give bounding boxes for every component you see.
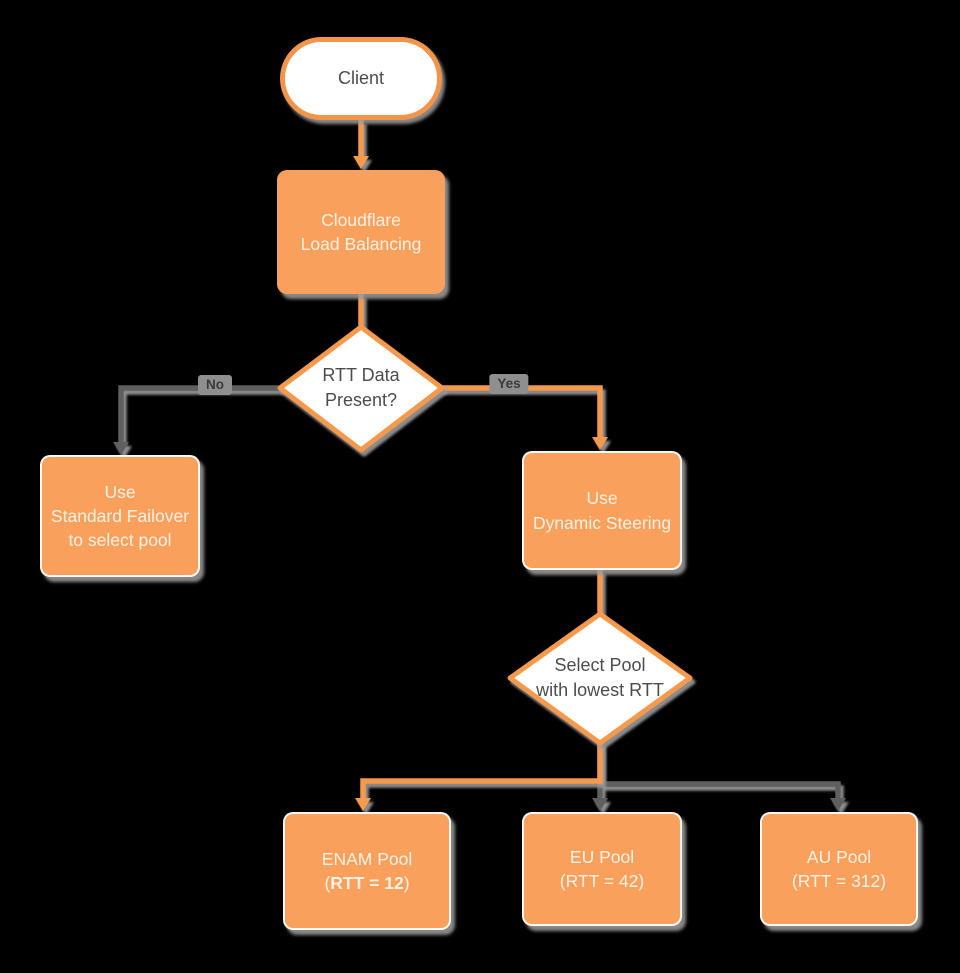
au-rtt-value: (RTT = 312) <box>791 871 887 891</box>
eu-rtt-value: (RTT = 42) <box>559 871 645 891</box>
orange-arrowheads <box>353 156 608 811</box>
edge-label-yes: Yes <box>489 374 529 395</box>
arrow-into-failover <box>113 442 129 455</box>
edge-to-au-line <box>600 781 841 798</box>
node-dynamic-steering: Use Dynamic Steering <box>522 451 682 570</box>
edge-yes-line <box>440 385 603 437</box>
node-client: Client <box>280 37 442 120</box>
node-rtt-decision-label: RTT Data Present? <box>322 365 400 410</box>
node-eu-pool: EU Pool (RTT = 42) <box>522 812 682 926</box>
node-standard-failover: Use Standard Failover to select pool <box>40 455 200 577</box>
node-select-pool-label: Select Pool with lowest RTT <box>536 655 664 700</box>
node-load-balancer: Cloudflare Load Balancing <box>277 170 445 294</box>
diamond-select-pool <box>507 611 693 746</box>
gray-connectors <box>118 385 841 798</box>
arrow-into-steering <box>592 437 608 450</box>
node-load-balancer-line2: Load Balancing <box>300 234 422 254</box>
edge-label-no: No <box>198 375 232 396</box>
node-load-balancer-line1: Cloudflare <box>321 209 401 230</box>
arrow-into-au <box>830 798 846 811</box>
diamond-rtt-present <box>277 324 445 453</box>
node-enam-pool-line2: (RTT = 12) <box>324 873 410 893</box>
enam-rtt-value: RTT = 12 <box>330 873 404 893</box>
gray-arrowheads <box>113 442 846 811</box>
node-enam-pool: ENAM Pool (RTT = 12) <box>283 812 451 930</box>
node-client-label: Client <box>337 68 385 88</box>
edge-no-line <box>118 385 282 443</box>
edge-to-enam-line <box>360 743 603 798</box>
decision-shapes <box>277 324 693 746</box>
arrow-into-eu <box>592 798 608 811</box>
arrow-into-lb <box>353 156 369 169</box>
node-enam-pool-line1: ENAM Pool <box>321 848 413 869</box>
node-au-pool: AU Pool (RTT = 312) <box>760 812 918 926</box>
arrow-into-enam <box>355 798 371 811</box>
